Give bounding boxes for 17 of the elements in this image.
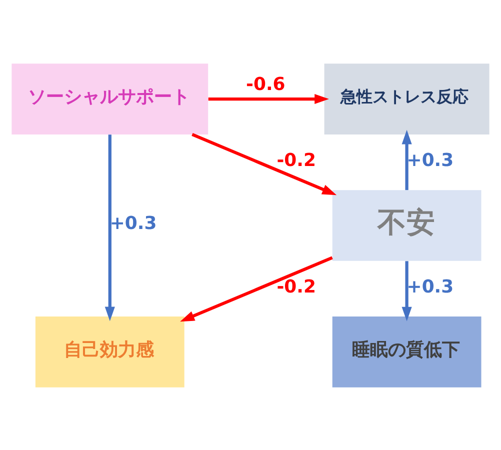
- edge-label: -0.6: [246, 74, 286, 95]
- edge-label: +0.3: [406, 149, 454, 170]
- node-box: 急性ストレス反応: [324, 63, 490, 134]
- arrow: [104, 134, 115, 321]
- arrow: [402, 129, 412, 190]
- edge-label: +0.3: [406, 276, 454, 297]
- node-box: 自己効力感: [35, 316, 184, 387]
- arrow: [208, 93, 329, 104]
- arrow: [402, 260, 412, 321]
- arrow: [192, 132, 337, 195]
- edge-label: -0.2: [276, 276, 316, 297]
- edge-label: -0.2: [276, 149, 316, 170]
- edge-label: +0.3: [110, 212, 157, 234]
- node-box: 不安: [332, 190, 482, 260]
- node-box: 睡眠の質低下: [332, 316, 482, 387]
- node-box: ソーシャルサポート: [12, 63, 208, 134]
- arrow: [180, 256, 333, 322]
